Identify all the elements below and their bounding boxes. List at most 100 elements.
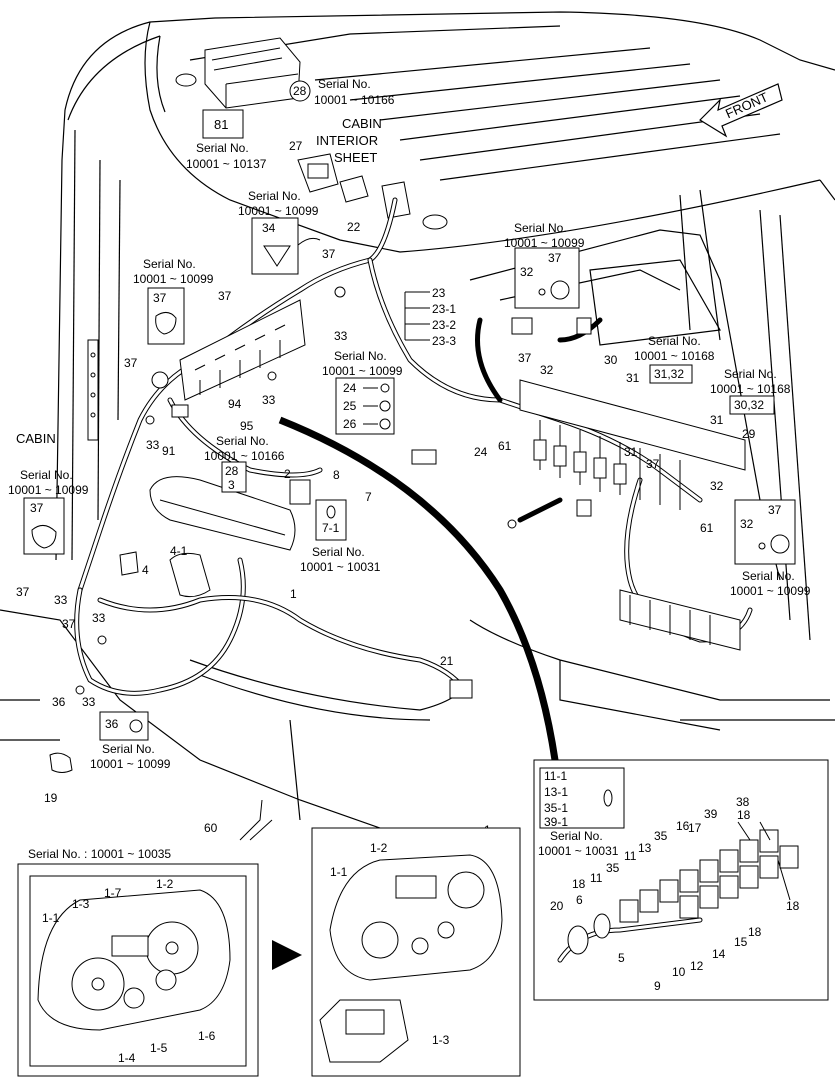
serial-10168-b-l1: Serial No. bbox=[724, 367, 777, 381]
sw-label-39: 39 bbox=[704, 807, 718, 821]
inset-mid-label-1-3: 1-3 bbox=[432, 1033, 450, 1047]
serial-10031-l1: Serial No. bbox=[312, 545, 365, 559]
label-3: 3 bbox=[228, 478, 235, 492]
label-32-top: 32 bbox=[520, 265, 534, 279]
inset-mid-label-1-1: 1-1 bbox=[330, 865, 348, 879]
inset-label-1-1: 1-1 bbox=[42, 911, 60, 925]
serial-10099-right-l2: 10001 ~ 10099 bbox=[730, 584, 811, 598]
inset-label-1-7: 1-7 bbox=[104, 886, 122, 900]
serial-10031-panel-l1: Serial No. bbox=[550, 829, 603, 843]
serial-10166-b-l2: 10001 ~ 10166 bbox=[204, 449, 285, 463]
label-24-b: 24 bbox=[474, 445, 488, 459]
callout-7-1-box bbox=[315, 499, 347, 541]
sw-label-14: 14 bbox=[712, 947, 726, 961]
serial-10099-tr-l1: Serial No. bbox=[514, 221, 567, 235]
sw-label-6: 6 bbox=[576, 893, 583, 907]
label-36: 36 bbox=[52, 695, 66, 709]
label-37-right: 37 bbox=[768, 503, 782, 517]
label-37-top: 37 bbox=[548, 251, 562, 265]
label-28-b: 28 bbox=[225, 464, 239, 478]
roof-boss-center bbox=[422, 214, 448, 230]
sw-label-9: 9 bbox=[654, 979, 661, 993]
label-95: 95 bbox=[240, 419, 254, 433]
serial-10099-36-l2: 10001 ~ 10099 bbox=[90, 757, 171, 771]
serial-10137-l2: 10001 ~ 10137 bbox=[186, 157, 267, 171]
inset-panel-middle: 1 1-1 1-2 1-3 bbox=[311, 823, 521, 1077]
serial-10137-l1: Serial No. bbox=[196, 141, 249, 155]
sw-label-18-b: 18 bbox=[748, 925, 762, 939]
serial-10099-34-l1: Serial No. bbox=[248, 189, 301, 203]
label-36-box: 36 bbox=[105, 717, 119, 731]
serial-10168-a-l2: 10001 ~ 10168 bbox=[634, 349, 715, 363]
label-23-2: 23-2 bbox=[432, 318, 456, 332]
serial-10166-b-l1: Serial No. bbox=[216, 434, 269, 448]
label-37-cabin-box: 37 bbox=[30, 501, 44, 515]
sw-label-18-top: 18 bbox=[737, 808, 751, 822]
serial-10099-tr-l2: 10001 ~ 10099 bbox=[504, 236, 585, 250]
label-7: 7 bbox=[365, 490, 372, 504]
callouts: 81 28 27 22 34 37 37 24 25 26 28 3 bbox=[23, 80, 796, 741]
cabin-label: CABIN bbox=[16, 431, 56, 446]
label-32-b: 32 bbox=[710, 479, 724, 493]
inset-label-1-4: 1-4 bbox=[118, 1051, 136, 1065]
callout-30-32-box bbox=[729, 395, 775, 415]
label-23: 23 bbox=[432, 286, 446, 300]
label-31-a: 31 bbox=[626, 371, 640, 385]
inset-switches: 11-1 13-1 35-1 39-1 Serial No. 10001 ~ 1… bbox=[533, 759, 829, 1001]
label-37-b: 37 bbox=[218, 289, 232, 303]
callout-arrow-curve bbox=[278, 416, 559, 761]
harness-parts bbox=[49, 286, 592, 841]
serial-10099-cabin-l1: Serial No. bbox=[20, 468, 73, 482]
sw-label-18-a: 18 bbox=[572, 877, 586, 891]
sw-label-38: 38 bbox=[736, 795, 750, 809]
lower-right-connector-cluster bbox=[619, 589, 741, 651]
roof-boss-left bbox=[175, 73, 197, 87]
radio-unit bbox=[204, 37, 301, 109]
label-37-e: 37 bbox=[62, 617, 76, 631]
sw-label-11-1: 11-1 bbox=[544, 769, 567, 783]
callout-32-37-top-box bbox=[514, 247, 580, 309]
serial-10166-a-l2: 10001 ~ 10166 bbox=[314, 93, 395, 107]
label-7-1: 7-1 bbox=[322, 521, 340, 535]
sw-label-15: 15 bbox=[734, 935, 748, 949]
serial-10031-panel-l2: 10001 ~ 10031 bbox=[538, 844, 619, 858]
sw-label-39-1: 39-1 bbox=[544, 815, 568, 829]
inset-label-1-2: 1-2 bbox=[156, 877, 174, 891]
left-pillar-bracket bbox=[87, 339, 99, 441]
sw-label-35-1: 35-1 bbox=[544, 801, 568, 815]
serial-10099-34-l2: 10001 ~ 10099 bbox=[238, 204, 319, 218]
label-60: 60 bbox=[204, 821, 218, 835]
label-81: 81 bbox=[214, 117, 228, 132]
label-31-c: 31 bbox=[624, 445, 638, 459]
serial-10168-b-l2: 10001 ~ 10168 bbox=[710, 382, 791, 396]
sw-label-13: 13 bbox=[638, 841, 652, 855]
inset-label-1-6: 1-6 bbox=[198, 1029, 216, 1043]
label-91: 91 bbox=[162, 444, 176, 458]
front-arrow: FRONT bbox=[699, 83, 783, 138]
label-26: 26 bbox=[343, 417, 357, 431]
sw-label-17: 17 bbox=[688, 821, 702, 835]
label-4-1: 4-1 bbox=[170, 544, 188, 558]
callout-81-box bbox=[202, 109, 244, 139]
label-4: 4 bbox=[142, 563, 149, 577]
inset-label-1-5: 1-5 bbox=[150, 1041, 168, 1055]
inset-panel-left: Serial No. : 10001 ~ 10035 1 1-1 1-3 1-7… bbox=[17, 847, 302, 1077]
label-37-f: 37 bbox=[518, 351, 532, 365]
callout-32-37-right-box bbox=[734, 499, 796, 565]
sw-label-35-a: 35 bbox=[654, 829, 668, 843]
label-30-32: 30,32 bbox=[734, 398, 764, 412]
label-31-32: 31,32 bbox=[654, 367, 684, 381]
serial-10099-24-l1: Serial No. bbox=[334, 349, 387, 363]
serial-10099-36-l1: Serial No. bbox=[102, 742, 155, 756]
label-8: 8 bbox=[333, 468, 340, 482]
serial-10166-a-l1: Serial No. bbox=[318, 77, 371, 91]
label-34: 34 bbox=[262, 221, 276, 235]
label-1-main: 1 bbox=[290, 587, 297, 601]
callout-28-3-box bbox=[221, 461, 247, 493]
label-2: 2 bbox=[284, 467, 291, 481]
label-31-b: 31 bbox=[710, 413, 724, 427]
label-37-box-left: 37 bbox=[153, 291, 167, 305]
serial-10099-left37-l1: Serial No. bbox=[143, 257, 196, 271]
serial-10168-a-l1: Serial No. bbox=[648, 334, 701, 348]
label-33-e: 33 bbox=[92, 611, 106, 625]
